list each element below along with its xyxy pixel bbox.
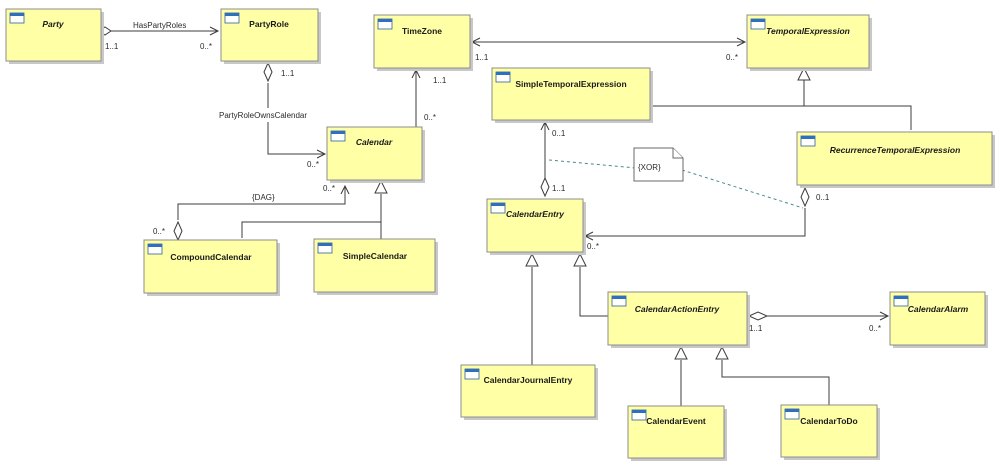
xor-link-right bbox=[681, 169, 804, 209]
timezone-temporal-source-mult: 1..1 bbox=[475, 53, 489, 62]
class-time-zone[interactable]: TimeZone bbox=[373, 14, 473, 71]
class-calendar-action-entry[interactable]: CalendarActionEntry bbox=[607, 291, 750, 348]
party-role-owns-calendar-label: PartyRoleOwnsCalendar bbox=[219, 111, 307, 120]
recurrence-entry-diamond bbox=[800, 186, 810, 208]
todo-generalization-triangle bbox=[715, 345, 729, 360]
class-simple-calendar[interactable]: SimpleCalendar bbox=[313, 238, 438, 295]
timezone-temporal-arrow-right bbox=[736, 37, 747, 47]
temporal-generalization-triangle bbox=[797, 66, 811, 81]
calendar-timezone-target-mult: 1..1 bbox=[433, 76, 447, 85]
class-recurrence-temporal-expression[interactable]: RecurrenceTemporalExpression bbox=[796, 131, 995, 188]
class-calendar[interactable]: Calendar bbox=[326, 126, 425, 183]
class-name: CalendarActionEntry bbox=[635, 304, 721, 314]
entry-recurrence-source-mult: 0..1 bbox=[816, 193, 830, 202]
todo-generalization bbox=[721, 360, 830, 405]
calendar-dag-diamond bbox=[173, 220, 183, 242]
calendar-dag-label: {DAG} bbox=[252, 193, 275, 202]
class-simple-temporal-expression[interactable]: SimpleTemporalExpression bbox=[491, 67, 653, 123]
calendar-dag-arrow bbox=[340, 184, 350, 195]
has-party-roles-arrow bbox=[209, 26, 220, 36]
class-name: TemporalExpression bbox=[766, 26, 850, 36]
event-generalization-triangle bbox=[674, 345, 688, 360]
party-role-owns-calendar-target-mult: 0..* bbox=[307, 160, 319, 169]
party-role-owns-calendar-arrow bbox=[316, 149, 327, 159]
class-calendar-alarm[interactable]: CalendarAlarm bbox=[889, 291, 988, 348]
class-name: CalendarAlarm bbox=[908, 304, 969, 314]
calendar-dag-source-mult: 0..* bbox=[323, 184, 335, 193]
recurrence-temporal-generalization bbox=[804, 105, 912, 130]
class-name: Party bbox=[42, 19, 65, 29]
class-name: CalendarEvent bbox=[646, 416, 706, 426]
party-role-owns-calendar-source-mult: 1..1 bbox=[281, 69, 295, 78]
class-name: SimpleCalendar bbox=[343, 251, 408, 261]
class-name: CalendarEntry bbox=[506, 209, 565, 219]
recurrence-entry-line bbox=[585, 208, 806, 237]
class-name: Calendar bbox=[356, 137, 393, 147]
has-party-roles-label: HasPartyRoles bbox=[133, 21, 186, 30]
class-calendar-event[interactable]: CalendarEvent bbox=[627, 405, 727, 461]
calendar-generalization-triangle bbox=[374, 179, 388, 194]
association-labels: HasPartyRoles 1..1 0..* PartyRoleOwnsCal… bbox=[105, 21, 881, 333]
party-role-owns-calendar-diamond bbox=[263, 61, 273, 83]
entry-simple-temporal-target-mult: 0..1 bbox=[552, 129, 566, 138]
simple-temporal-generalization bbox=[651, 80, 805, 107]
class-compound-calendar[interactable]: CompoundCalendar bbox=[143, 239, 280, 296]
class-name: CompoundCalendar bbox=[170, 252, 252, 262]
class-name: TimeZone bbox=[402, 26, 442, 36]
action-alarm-target-mult: 0..* bbox=[869, 324, 881, 333]
action-alarm-diamond bbox=[747, 311, 769, 321]
entry-simple-temporal-source-mult: 1..1 bbox=[552, 184, 566, 193]
edges bbox=[98, 26, 912, 406]
has-party-roles-target-mult: 0..* bbox=[200, 42, 212, 51]
class-calendar-todo[interactable]: CalendarToDo bbox=[780, 404, 880, 460]
class-temporal-expression[interactable]: TemporalExpression bbox=[746, 14, 872, 71]
class-party-role[interactable]: PartyRole bbox=[220, 8, 321, 64]
class-calendar-entry[interactable]: CalendarEntry bbox=[486, 198, 586, 255]
class-name: CalendarToDo bbox=[800, 416, 857, 426]
class-name: PartyRole bbox=[249, 19, 289, 29]
class-name: CalendarJournalEntry bbox=[484, 375, 573, 385]
timezone-temporal-target-mult: 0..* bbox=[726, 53, 738, 62]
xor-link-left bbox=[548, 159, 637, 169]
party-role-owns-calendar-line bbox=[267, 122, 325, 155]
xor-note-text: {XOR} bbox=[638, 163, 661, 172]
action-alarm-arrow bbox=[879, 311, 890, 321]
has-party-roles-source-mult: 1..1 bbox=[105, 42, 119, 51]
class-calendar-journal-entry[interactable]: CalendarJournalEntry bbox=[460, 364, 598, 420]
action-entry-generalization bbox=[579, 267, 608, 317]
action-alarm-source-mult: 1..1 bbox=[749, 324, 763, 333]
action-entry-generalization-triangle bbox=[573, 252, 587, 267]
entry-simple-temporal-diamond bbox=[540, 176, 550, 198]
entry-recurrence-target-mult: 0..* bbox=[587, 242, 599, 251]
calendar-dag-target-mult: 0..* bbox=[153, 227, 165, 236]
class-name: SimpleTemporalExpression bbox=[515, 79, 626, 89]
class-name: RecurrenceTemporalExpression bbox=[830, 145, 961, 155]
journal-entry-generalization-triangle bbox=[525, 252, 539, 267]
calendar-timezone-source-mult: 0..* bbox=[424, 113, 436, 122]
xor-constraint-note[interactable]: {XOR} bbox=[633, 147, 684, 182]
calendar-dag-line bbox=[177, 186, 346, 220]
class-party[interactable]: Party bbox=[5, 8, 104, 64]
